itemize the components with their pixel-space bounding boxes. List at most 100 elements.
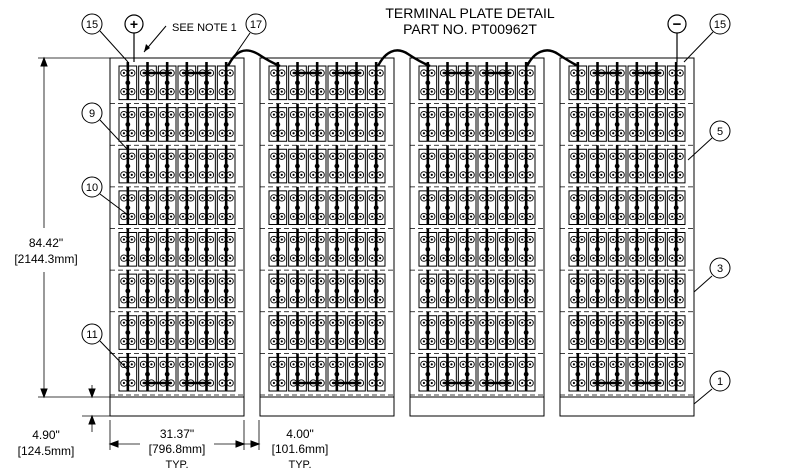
battery-cell — [197, 311, 216, 350]
battery-tier — [418, 145, 536, 184]
battery-cell — [457, 145, 477, 184]
callout-5-text: 5 — [717, 126, 723, 138]
battery-cell — [327, 353, 347, 392]
callout-11-text: 11 — [86, 329, 97, 341]
callout-15-left: 15 — [81, 13, 129, 63]
battery-cell — [268, 311, 288, 350]
battery-cell — [418, 145, 438, 184]
battery-cell — [607, 311, 627, 350]
battery-cell — [477, 145, 497, 184]
battery-cell — [157, 353, 177, 392]
callout-9-text: 9 — [89, 108, 95, 120]
battery-cell — [307, 186, 327, 225]
battery-cell — [438, 353, 457, 392]
battery-tier — [568, 270, 686, 309]
battery-cell — [118, 62, 138, 101]
battery-cell — [177, 228, 197, 267]
battery-cell — [666, 270, 686, 309]
battery-cell — [288, 353, 307, 392]
battery-cell — [268, 353, 288, 392]
battery-cell — [307, 62, 327, 101]
battery-cell — [477, 103, 497, 142]
gap-dimension-inches: 4.00" — [286, 427, 314, 441]
battery-cell — [516, 228, 536, 267]
battery-tier — [568, 103, 686, 142]
width-dimension-inches: 31.37" — [160, 427, 194, 441]
battery-cell — [288, 270, 307, 309]
battery-cell — [457, 62, 477, 101]
battery-tier — [568, 311, 686, 350]
battery-cell — [666, 228, 686, 267]
battery-cell — [177, 62, 197, 101]
callout-9: 9 — [81, 102, 129, 151]
battery-cell — [157, 228, 177, 267]
battery-cell — [418, 270, 438, 309]
battery-cell — [666, 353, 686, 392]
battery-tier — [118, 228, 236, 267]
battery-cell — [288, 311, 307, 350]
battery-cell — [497, 186, 516, 225]
battery-cell — [418, 311, 438, 350]
battery-cell — [457, 311, 477, 350]
battery-cell — [347, 103, 366, 142]
battery-cell — [366, 311, 386, 350]
battery-cell — [118, 103, 138, 142]
battery-cell — [177, 186, 197, 225]
battery-cell — [607, 353, 627, 392]
battery-cell — [647, 103, 666, 142]
battery-cell — [197, 228, 216, 267]
battery-cell — [177, 145, 197, 184]
callout-11: 11 — [81, 323, 129, 371]
callout-1: 1 — [693, 370, 731, 405]
battery-tier — [418, 270, 536, 309]
battery-cell — [497, 353, 516, 392]
battery-cell — [477, 311, 497, 350]
battery-cell — [288, 186, 307, 225]
callout-15-right-text: 15 — [714, 19, 726, 31]
battery-cell — [366, 103, 386, 142]
battery-cell — [327, 103, 347, 142]
battery-cell — [138, 186, 157, 225]
battery-cell — [627, 270, 647, 309]
base-dimension-inches: 4.90" — [32, 428, 60, 442]
battery-tier — [568, 62, 686, 101]
battery-tier — [568, 353, 686, 392]
battery-cell — [588, 186, 607, 225]
battery-cell — [477, 353, 497, 392]
callout-5: 5 — [687, 120, 731, 161]
see-note-callout: SEE NOTE 1 — [143, 22, 237, 53]
battery-cell — [438, 62, 457, 101]
battery-cell — [216, 270, 236, 309]
inter-rack-cables — [226, 49, 579, 68]
base-dimension-mm: [124.5mm] — [18, 444, 75, 458]
battery-cell — [497, 62, 516, 101]
battery-tier — [118, 62, 236, 101]
battery-cell — [438, 103, 457, 142]
battery-cell — [588, 228, 607, 267]
battery-cell — [477, 186, 497, 225]
battery-cell — [327, 311, 347, 350]
battery-cell — [647, 353, 666, 392]
battery-cell — [477, 228, 497, 267]
battery-cell — [516, 270, 536, 309]
battery-cell — [177, 311, 197, 350]
battery-cell — [307, 353, 327, 392]
battery-cell — [177, 353, 197, 392]
battery-cell — [627, 353, 647, 392]
battery-cell — [418, 353, 438, 392]
battery-cell — [327, 62, 347, 101]
battery-tier — [418, 103, 536, 142]
battery-cell — [666, 186, 686, 225]
battery-tier — [418, 186, 536, 225]
battery-cell — [157, 270, 177, 309]
battery-cell — [607, 145, 627, 184]
battery-cell — [516, 186, 536, 225]
battery-cell — [268, 186, 288, 225]
battery-cell — [197, 103, 216, 142]
callout-1-text: 1 — [717, 376, 723, 388]
battery-cell — [157, 145, 177, 184]
battery-cell — [157, 62, 177, 101]
battery-cell — [627, 62, 647, 101]
battery-cell — [138, 228, 157, 267]
battery-tier — [568, 145, 686, 184]
